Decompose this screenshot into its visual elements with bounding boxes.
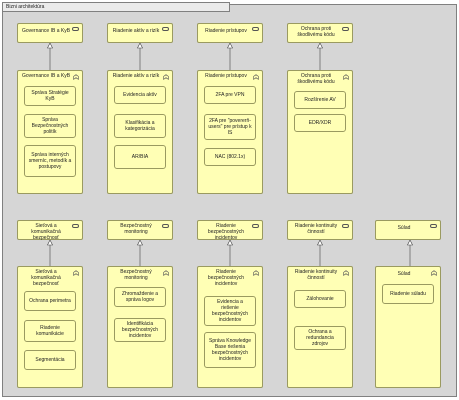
service-label: Riadenie bezpečnostných incidentov <box>207 223 245 241</box>
service-icon <box>162 224 169 228</box>
item-backup[interactable]: Zálohovanie <box>294 290 346 308</box>
function-icon <box>73 270 79 276</box>
function-icon <box>253 270 259 276</box>
service-icon <box>72 27 79 31</box>
item-classification[interactable]: Klasifikácia a kategorizácia <box>114 114 166 138</box>
service-assets-risks[interactable]: Riadenie aktív a rizík <box>107 23 173 43</box>
function-label: Riadenie bezpečnostných incidentov <box>207 269 245 287</box>
function-label: Bezpečnostný monitoring <box>120 269 152 281</box>
item-incident-identification[interactable]: Identifikácia bezpečnostných incidentov <box>114 318 166 342</box>
function-icon <box>431 270 437 276</box>
service-compliance[interactable]: Súlad <box>375 220 441 240</box>
service-label: Sieťová a komunikačná bezpečnosť <box>31 223 61 241</box>
function-icon <box>343 270 349 276</box>
function-icon <box>343 74 349 80</box>
service-malware[interactable]: Ochrana proti škodlivému kódu <box>287 23 353 43</box>
service-icon <box>342 224 349 228</box>
service-access[interactable]: Riadenie prístupov <box>197 23 263 43</box>
service-label: Ochrana proti škodlivému kódu <box>297 26 335 38</box>
item-security-policies[interactable]: Správa Bezpečnostných politík <box>24 114 76 138</box>
function-icon <box>253 74 259 80</box>
item-2fa-users[interactable]: 2FA pre "povererň-users" pre prístup k I… <box>204 114 256 140</box>
item-nac[interactable]: NAC (802.1x) <box>204 148 256 166</box>
item-compliance-management[interactable]: Riadenie súladu <box>382 284 434 304</box>
service-icon <box>252 27 259 31</box>
item-ar-bia[interactable]: AR/BIA <box>114 145 166 169</box>
service-icon <box>342 27 349 31</box>
service-network[interactable]: Sieťová a komunikačná bezpečnosť <box>17 220 83 241</box>
service-icon <box>162 27 169 31</box>
service-icon <box>72 224 79 228</box>
item-redundancy[interactable]: Ochrana a redundancia zdrojov <box>294 326 346 350</box>
function-label: Ochrana proti škodlivému kódu <box>297 73 335 85</box>
item-incident-evidence[interactable]: Evidencia a riešenie bezpečnostných inci… <box>204 296 256 326</box>
item-knowledge-base[interactable]: Správa Knowledge Base riešenia bezpečnos… <box>204 332 256 368</box>
service-continuity[interactable]: Riadenie kontinuity činností <box>287 220 353 240</box>
function-label: Riadenie kontinuity činností <box>294 269 338 281</box>
item-perimeter[interactable]: Ochrana perimetra <box>24 291 76 311</box>
item-communication[interactable]: Riadenie komunikácie <box>24 320 76 342</box>
function-label: Riadenie aktív a rizík <box>112 73 160 79</box>
function-label: Riadenie prístupov <box>205 73 247 79</box>
item-kyb-strategy[interactable]: Správa Stratégie KyB <box>24 86 76 106</box>
service-label: Riadenie kontinuity činností <box>294 223 338 235</box>
function-label: Súlad <box>397 271 411 277</box>
service-governance[interactable]: Governance IB a KyB <box>17 23 83 43</box>
service-monitoring[interactable]: Bezpečnostný monitoring <box>107 220 173 240</box>
item-internal-directives[interactable]: Správa interných smerníc, metodík a post… <box>24 145 76 177</box>
function-label: Sieťová a komunikačná bezpečnosť <box>31 269 61 287</box>
item-segmentation[interactable]: Segmentácia <box>24 350 76 370</box>
function-malware[interactable]: Ochrana proti škodlivému kódu <box>287 70 353 194</box>
item-av[interactable]: Rozšírenie AV <box>294 91 346 109</box>
frame-title: Bizni architektúra <box>2 2 230 12</box>
function-icon <box>73 74 79 80</box>
service-label: Riadenie aktív a rizík <box>112 28 160 34</box>
item-logs[interactable]: Zhromaždenie a správa logov <box>114 287 166 307</box>
service-incidents[interactable]: Riadenie bezpečnostných incidentov <box>197 220 263 241</box>
item-2fa-vpn[interactable]: 2FA pre VPN <box>204 86 256 104</box>
service-icon <box>252 224 259 228</box>
service-label: Governance IB a KyB <box>21 28 71 34</box>
item-asset-evidence[interactable]: Evidencia aktív <box>114 86 166 104</box>
function-label: Governance IB a KyB <box>21 73 71 79</box>
service-label: Súlad <box>397 225 411 231</box>
function-icon <box>163 270 169 276</box>
service-icon <box>430 224 437 228</box>
service-label: Bezpečnostný monitoring <box>120 223 152 235</box>
function-incidents[interactable]: Riadenie bezpečnostných incidentov <box>197 266 263 388</box>
service-label: Riadenie prístupov <box>205 28 247 34</box>
function-icon <box>163 74 169 80</box>
item-edr-xdr[interactable]: EDR/XDR <box>294 114 346 132</box>
